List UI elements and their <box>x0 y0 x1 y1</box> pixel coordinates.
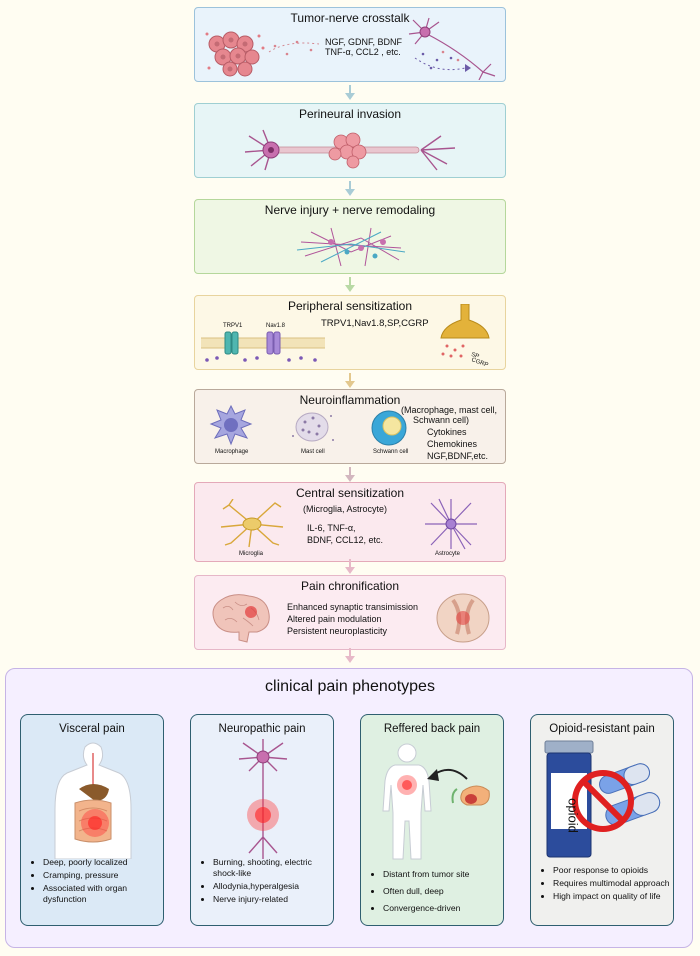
neuron-pain-icon <box>238 739 288 859</box>
spinal-cord-icon <box>436 593 490 643</box>
membrane-channels-icon <box>201 331 325 362</box>
schwann-cell-label: Schwann cell <box>373 449 409 455</box>
panel-referred-back-pain: Reffered back pain Distant from tumor si… <box>360 714 504 926</box>
panel-bullets: Deep, poorly localized Cramping, pressur… <box>23 857 163 907</box>
panel-title: Visceral pain <box>59 723 125 735</box>
step-text-line: Schwann cell) <box>413 415 470 425</box>
step-text-line: TNF-α, CCL2 , etc. <box>325 47 401 57</box>
flow-arrow <box>345 181 355 196</box>
microglia-label: Microglia <box>239 551 264 557</box>
perineural-invasion-nerve-icon <box>244 129 456 171</box>
flow-arrow <box>345 85 355 100</box>
panel-neuropathic-pain: Neuropathic pain Burning, shooting, elec… <box>190 714 334 926</box>
panel-visceral-pain: Visceral pain Deep, poorly localized Cra… <box>20 714 164 926</box>
step-text-line: NGF,BDNF,etc. <box>427 451 489 461</box>
flow-arrow <box>345 648 355 663</box>
macrophage-label: Macrophage <box>215 449 249 455</box>
bullet-item: Nerve injury-related <box>213 894 333 905</box>
step-text-line: TRPV1,Nav1.8,SP,CGRP <box>321 318 429 329</box>
nav18-label: Nav1.8 <box>266 323 286 329</box>
step-title: Tumor-nerve crosstalk <box>290 11 410 25</box>
tumor-cluster-icon <box>205 31 265 77</box>
step-title: Neuroinflammation <box>299 393 401 407</box>
panel-title: Neuropathic pain <box>218 723 306 735</box>
step-text-line: Chemokines <box>427 439 478 449</box>
bullet-item: Burning, shooting, electric shock-like <box>213 857 333 879</box>
bullet-item: Associated with organ dysfunction <box>43 883 163 905</box>
panel-title: Reffered back pain <box>383 723 481 735</box>
flow-arrow <box>345 467 355 482</box>
step-tumor-nerve-crosstalk: Tumor-nerve crosstalk NGF, GDNF, BDNF TN… <box>194 7 506 82</box>
panel-bullets: Poor response to opioids Requires multim… <box>533 865 670 904</box>
nerve-terminal-release-icon <box>440 304 490 358</box>
step-central-sensitization: Central sensitization (Microglia, Astroc… <box>194 482 506 562</box>
bottle-label: opioid <box>565 798 581 833</box>
schwann-cell-icon <box>371 410 407 446</box>
step-text-line: IL-6, TNF-α, <box>307 523 356 533</box>
bullet-item: Requires multimodal approach <box>553 878 670 889</box>
bullet-item: Often dull, deep <box>383 886 469 897</box>
flow-arrow <box>345 373 355 388</box>
step-title: Perineural invasion <box>298 107 402 121</box>
step-text-line: (Macrophage, mast cell, <box>401 405 498 415</box>
bullet-item: Allodynia,hyperalgesia <box>213 881 333 892</box>
step-title: Central sensitization <box>295 486 405 500</box>
panel-bullets: Burning, shooting, electric shock-like A… <box>193 857 333 907</box>
clinical-section-title: clinical pain phenotypes <box>265 678 435 695</box>
step-neuroinflammation: Neuroinflammation (Macrophage, mast cell… <box>194 389 506 464</box>
microglia-icon <box>220 499 284 548</box>
bullet-item: Distant from tumor site <box>383 869 469 880</box>
step-title: Nerve injury + nerve remodaling <box>264 203 436 217</box>
step-text-line: NGF, GDNF, BDNF <box>325 37 403 47</box>
panel-opioid-resistant-pain: Opioid-resistant pain opioid Poor respon… <box>530 714 674 926</box>
back-pain-body-icon <box>382 743 490 860</box>
step-title: Peripheral sensitization <box>287 299 413 313</box>
flow-arrow <box>345 277 355 292</box>
mast-cell-label: Mast cell <box>301 449 325 455</box>
brain-icon <box>212 594 270 643</box>
bullet-item: High impact on quality of life <box>553 891 670 902</box>
step-perineural-invasion: Perineural invasion <box>194 103 506 178</box>
macrophage-icon <box>209 404 253 446</box>
step-text-line: Altered pain modulation <box>287 614 382 624</box>
panel-bullets: Distant from tumor site Often dull, deep… <box>363 869 469 916</box>
astrocyte-label: Astrocyte <box>435 551 461 557</box>
flow-arrow <box>345 559 355 574</box>
step-text-line: Persistent neuroplasticity <box>287 626 388 636</box>
step-pain-chronification: Pain chronification Enhanced synaptic tr… <box>194 575 506 650</box>
opioid-bottle-icon <box>544 740 661 858</box>
bullet-item: Cramping, pressure <box>43 870 163 881</box>
digestive-tract-icon <box>54 742 132 859</box>
secretion-dots-icon <box>268 40 320 56</box>
panel-title: Opioid-resistant pain <box>549 723 655 735</box>
bullet-item: Poor response to opioids <box>553 865 670 876</box>
bullet-item: Convergence-driven <box>383 903 469 914</box>
nerve-network-icon <box>296 227 406 267</box>
step-text-line: Cytokines <box>427 427 467 437</box>
step-text-line: BDNF, CCL12, etc. <box>307 535 384 545</box>
neuron-icon <box>408 17 496 80</box>
step-title: Pain chronification <box>300 579 400 593</box>
step-nerve-injury-remodeling: Nerve injury + nerve remodaling <box>194 199 506 274</box>
step-peripheral-sensitization: Peripheral sensitization TRPV1,Nav1.8,SP… <box>194 295 506 370</box>
trpv1-label: TRPV1 <box>223 323 243 329</box>
step-text-line: (Microglia, Astrocyte) <box>303 504 388 514</box>
mast-cell-icon <box>292 412 334 442</box>
astrocyte-icon <box>425 498 477 550</box>
bullet-item: Deep, poorly localized <box>43 857 163 868</box>
step-text-line: Enhanced synaptic transimission <box>287 602 419 612</box>
